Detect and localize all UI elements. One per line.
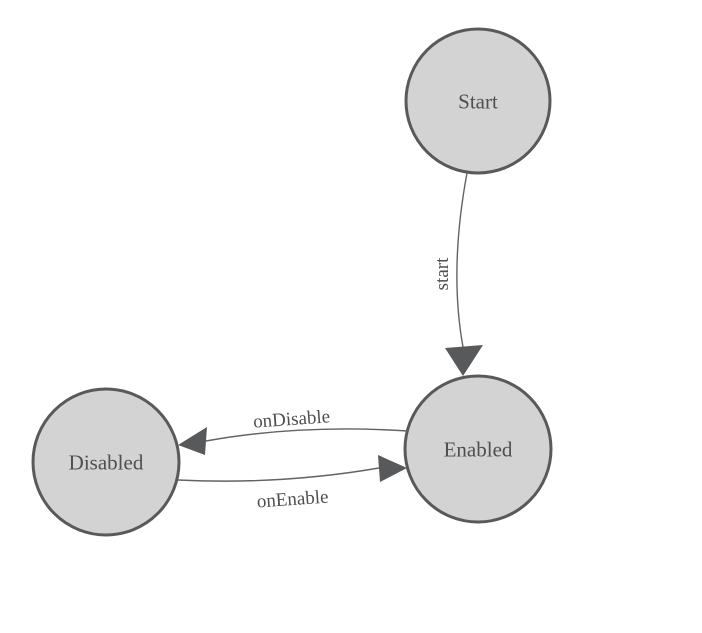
start-node-label: Start [458, 89, 498, 113]
edge-disabled-to-enabled-line [177, 467, 380, 482]
arrowhead-right-icon [378, 455, 407, 482]
edge-enabled-to-disabled: onDisable [178, 406, 409, 455]
arrowhead-left-icon [178, 427, 207, 455]
edge-label-start: start [432, 257, 453, 290]
edge-start-to-enabled-line [456, 172, 468, 348]
disabled-node-circle [31, 387, 181, 537]
state-node-enabled: Enabled [403, 374, 553, 524]
enabled-node-label: Enabled [444, 437, 513, 461]
edge-start-to-enabled: start [432, 172, 483, 376]
state-node-start: Start [404, 27, 552, 175]
start-node-circle [404, 27, 552, 175]
arrowhead-down-icon [445, 345, 483, 376]
edge-enabled-to-disabled-line [205, 428, 409, 442]
edge-label-onenable: onEnable [256, 487, 329, 513]
disabled-node-label: Disabled [69, 450, 144, 474]
state-node-disabled: Disabled [31, 387, 181, 537]
enabled-node-circle [403, 374, 553, 524]
edge-disabled-to-enabled: onEnable [177, 455, 407, 513]
